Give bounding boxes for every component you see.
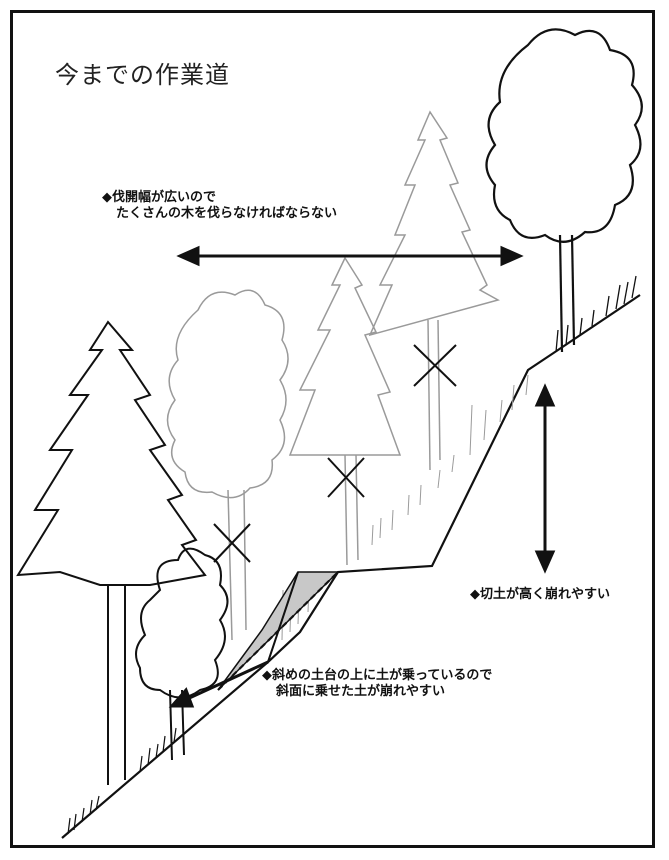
annotation-wide-clearing: ◆伐開幅が広いので たくさんの木を伐らなければならない (102, 190, 337, 222)
annotation-fill-slope-line2: 斜面に乗せた土が崩れやすい (276, 684, 446, 699)
left-conifer-tree (16, 320, 207, 785)
annotation-fill-slope: ◆斜めの土台の上に土が乗っているので 斜面に乗せた土が崩れやすい (262, 668, 492, 700)
annotation-high-cut-line1: ◆切土が高く崩れやすい (470, 587, 610, 602)
slope-ground-line (61, 294, 641, 839)
clearing-width-double-arrow (176, 245, 524, 267)
right-broadleaf-tree (485, 28, 643, 353)
annotation-wide-clearing-line2: たくさんの木を伐らなければならない (116, 206, 338, 221)
fill-soil-pointer-arrow (168, 660, 269, 708)
road-surface-left (267, 571, 299, 663)
annotation-wide-clearing-line1: ◆伐開幅が広いので (102, 190, 216, 205)
cut-height-double-arrow (534, 383, 556, 574)
annotation-fill-slope-line1: ◆斜めの土台の上に土が乗っているので (262, 668, 493, 683)
grass-upper-slope (555, 275, 637, 353)
cut-tall-conifer (368, 110, 500, 471)
grass-lower-slope (67, 727, 177, 835)
left-broadleaf-small-tree (135, 547, 229, 761)
diagram-title: 今までの作業道 (55, 61, 230, 89)
annotation-high-cut: ◆切土が高く崩れやすい (470, 587, 610, 603)
cut-broadleaf-tree (166, 289, 289, 641)
diagram-border (10, 10, 655, 848)
cut-middle-conifer (288, 256, 402, 566)
cut-tree-x-marks (213, 344, 457, 563)
